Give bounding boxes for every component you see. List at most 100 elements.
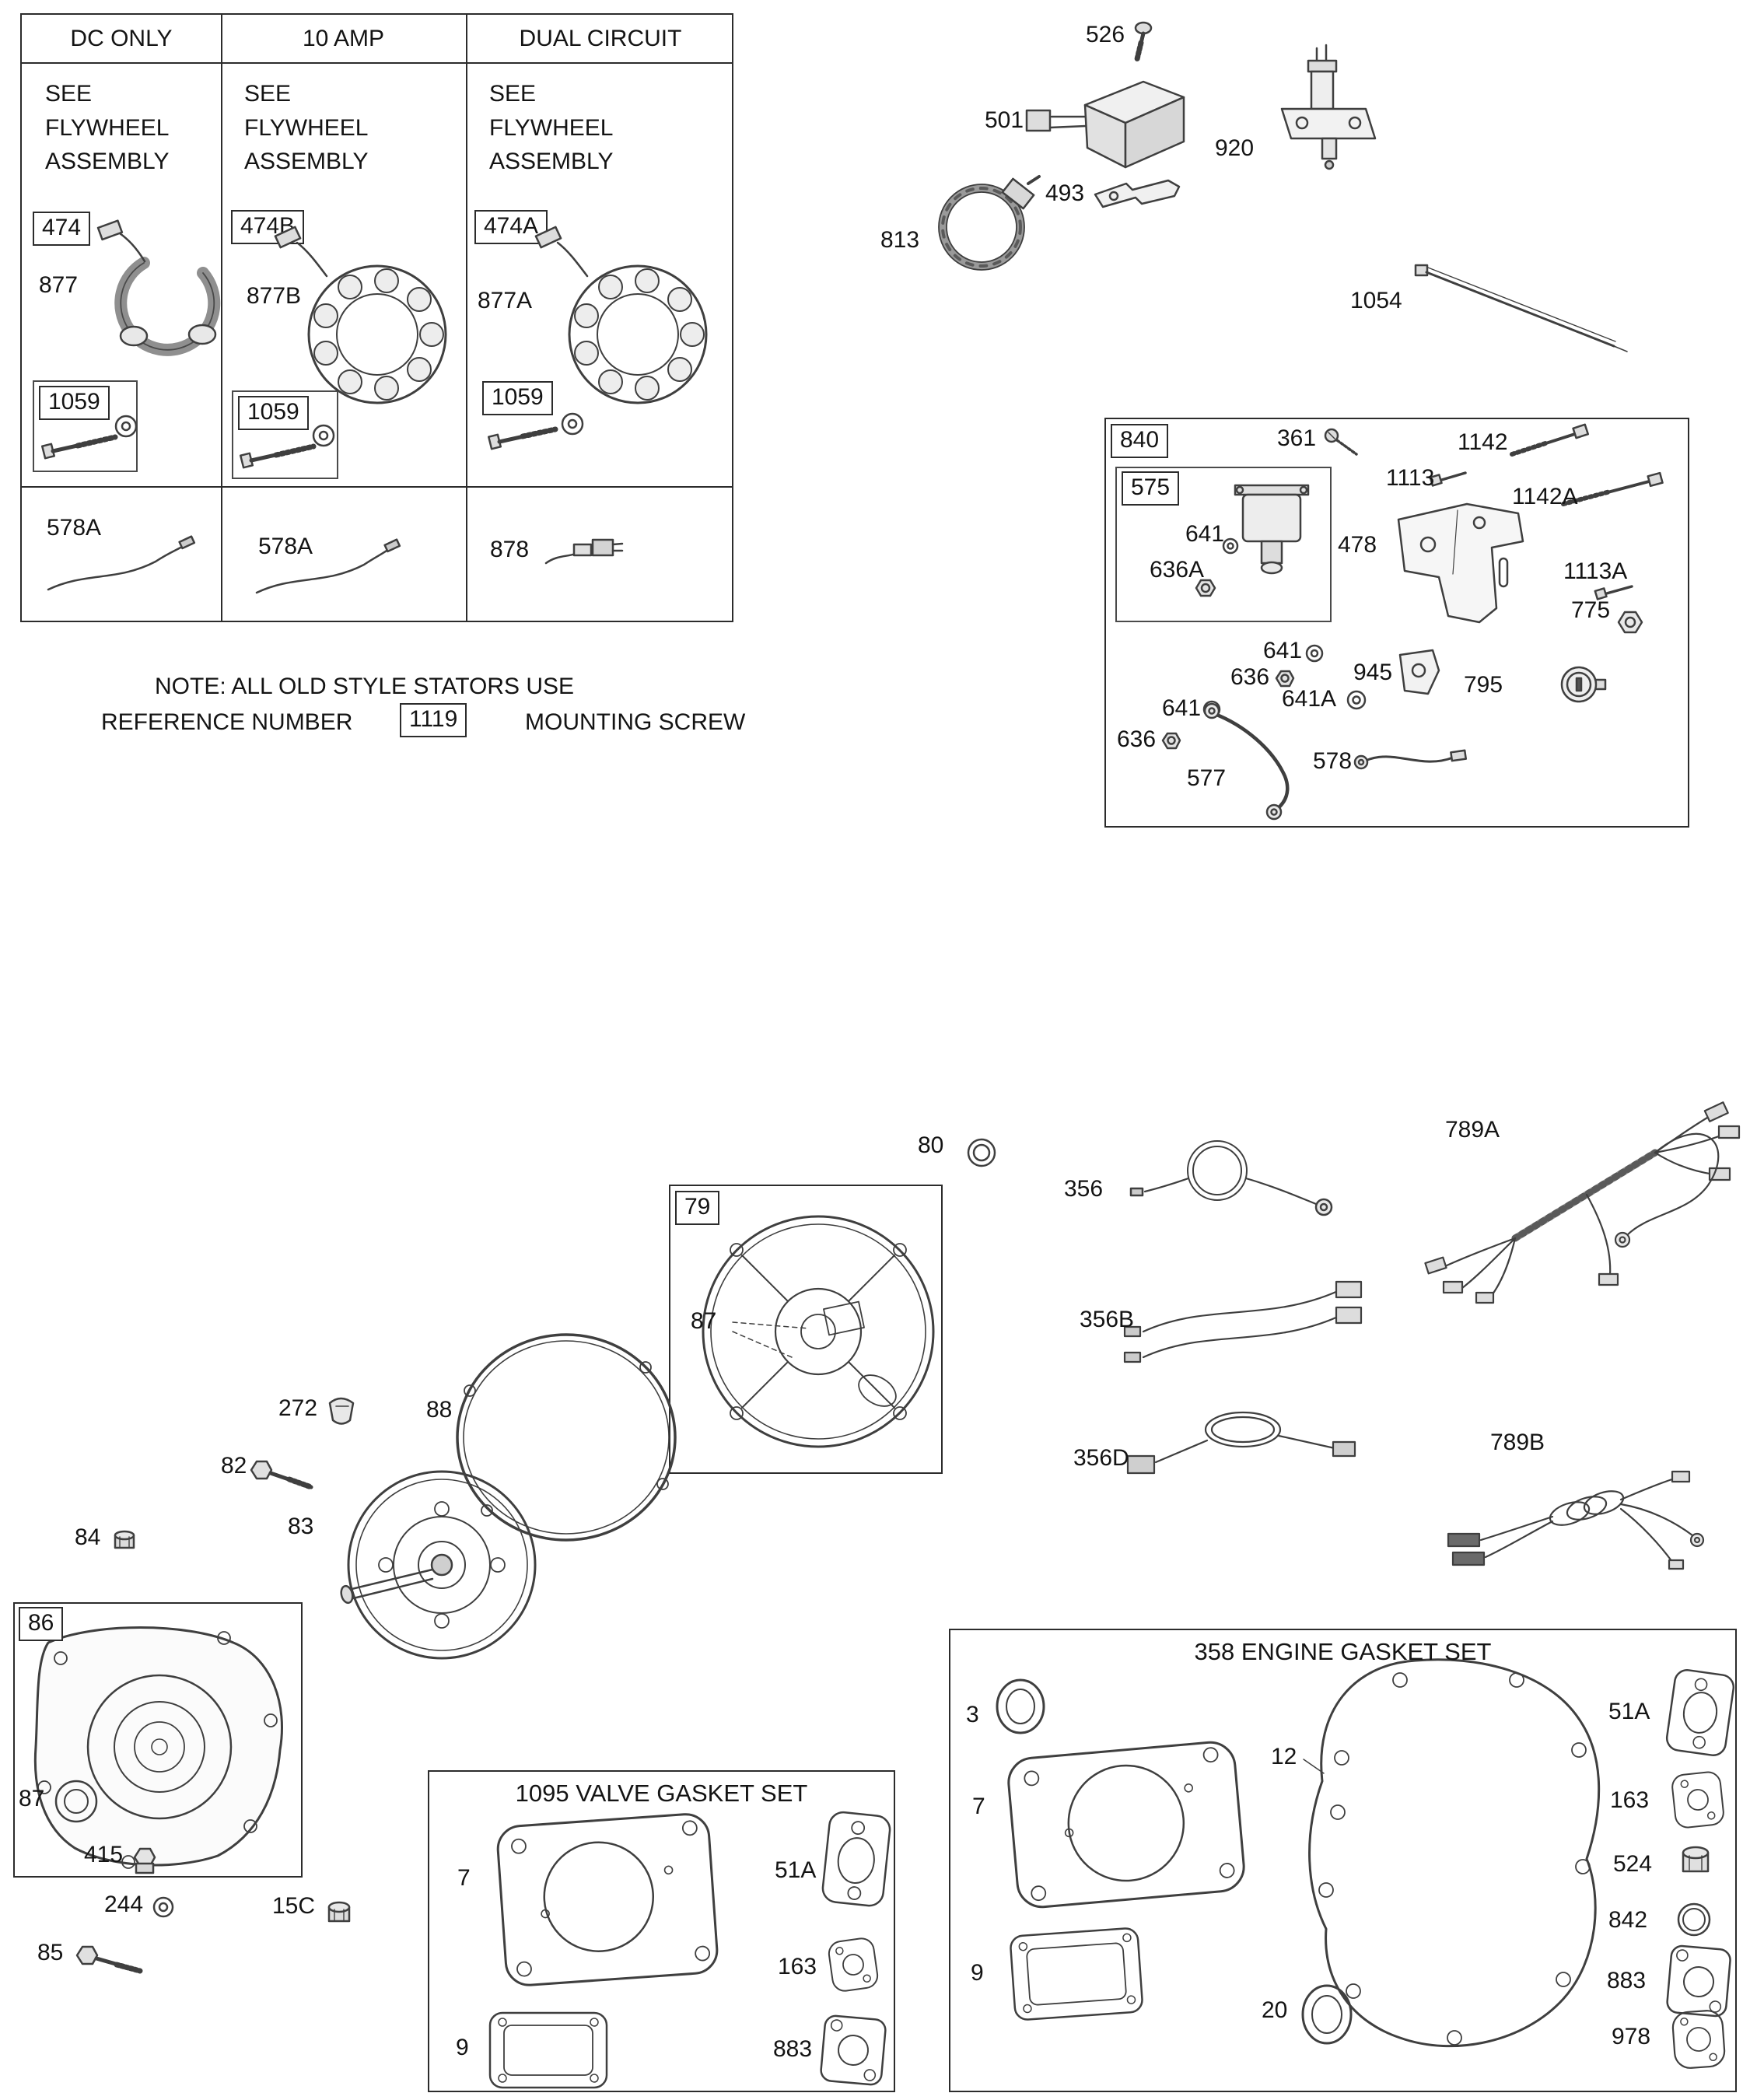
stator-dc-art (96, 219, 221, 356)
part-label-493: 493 (1045, 180, 1085, 206)
part-label-356: 356 (1064, 1176, 1104, 1202)
part-label-920: 920 (1215, 135, 1255, 161)
part-label-578a-10amp: 578A (258, 534, 313, 559)
seal-80-art (967, 1138, 996, 1167)
ref-label-79: 79 (675, 1191, 720, 1225)
part-label-978-engine: 978 (1612, 2024, 1651, 2049)
plug-84-art (114, 1530, 135, 1549)
head-gasket-7-engine-art (1007, 1741, 1245, 1909)
part-label-83: 83 (288, 1514, 314, 1539)
gasket-883-engine-art (1666, 1944, 1731, 2018)
mounting-screw-1059-10amp-art (239, 424, 335, 469)
plug-415-art (133, 1847, 156, 1874)
screw-526-art (1134, 21, 1153, 62)
seal-20-art (1301, 1984, 1353, 2045)
part-label-795: 795 (1464, 672, 1503, 698)
note-prefix: REFERENCE NUMBER (101, 709, 353, 735)
cable-tie-1054-art (1414, 264, 1628, 352)
group-box-79 (669, 1185, 943, 1474)
screw-361-art (1324, 428, 1358, 456)
part-label-526: 526 (1086, 22, 1125, 47)
part-label-1054: 1054 (1350, 288, 1402, 313)
blower-housing-79-art (702, 1215, 935, 1448)
part-label-82: 82 (221, 1453, 247, 1479)
part-label-789a: 789A (1445, 1117, 1500, 1143)
part-label-883-engine: 883 (1607, 1968, 1647, 1993)
part-label-842-engine: 842 (1608, 1907, 1648, 1933)
part-label-356b: 356B (1080, 1307, 1135, 1332)
gasket-163-valve-art (828, 1937, 879, 1992)
part-label-9-valve: 9 (456, 2035, 469, 2060)
ref-label-575: 575 (1122, 471, 1180, 506)
part-label-3-engine: 3 (966, 1702, 979, 1727)
ground-wire-578a-10amp-art (255, 538, 401, 594)
part-label-641-2: 641 (1263, 638, 1303, 663)
ref-label-1119: 1119 (400, 703, 467, 737)
solenoid-575-art (1195, 484, 1310, 597)
part-label-636a: 636A (1150, 557, 1205, 583)
bolt-1142-art (1510, 423, 1590, 457)
part-label-877a: 877A (478, 288, 533, 313)
wires-356b-art (1123, 1280, 1363, 1363)
exhaust-gasket-51a-engine-art (1665, 1669, 1735, 1756)
mounting-screw-1059-dc-art (40, 415, 138, 460)
part-label-883-valve: 883 (773, 2036, 813, 2062)
part-label-7-valve: 7 (457, 1865, 471, 1891)
valve-gasket-set-box (428, 1770, 895, 2092)
part-label-775: 775 (1571, 597, 1611, 623)
ref-label-1059-dc: 1059 (39, 386, 110, 420)
part-label-80: 80 (918, 1132, 944, 1158)
part-label-878: 878 (490, 537, 530, 562)
part-label-877: 877 (39, 272, 79, 298)
part-label-577: 577 (1187, 765, 1227, 791)
part-label-1142a: 1142A (1512, 484, 1578, 509)
part-label-1113a: 1113A (1563, 558, 1628, 584)
nut-636-a-art (1275, 670, 1295, 688)
column-header-dual: DUAL CIRCUIT (519, 26, 682, 51)
valve-gasket-set-title: 1095 VALVE GASKET SET (515, 1780, 808, 1807)
bolt-1113-art (1429, 471, 1467, 487)
part-label-478: 478 (1338, 532, 1377, 558)
exhaust-gasket-51a-valve-art (821, 1811, 891, 1907)
crankcase-gasket-12-art (1303, 1658, 1601, 2048)
bracket-945-art (1398, 649, 1440, 695)
harness-789a-art (1424, 1101, 1741, 1304)
seal-87-cover-art (54, 1780, 98, 1823)
group-box-86 (13, 1602, 303, 1878)
part-label-87-blower: 87 (691, 1308, 717, 1334)
gasket-88-art (456, 1333, 677, 1542)
washer-641-a-art (1305, 644, 1324, 663)
part-label-641a: 641A (1282, 686, 1337, 712)
part-label-87-cover: 87 (19, 1786, 45, 1811)
flywheel-83-art (340, 1470, 537, 1660)
nut-775-art (1617, 611, 1643, 634)
table-col-divider-2 (466, 15, 467, 621)
clamp-813-art (938, 175, 1041, 271)
part-label-415: 415 (84, 1842, 124, 1867)
washer-641a-art (1346, 690, 1367, 710)
oring-842-art (1677, 1902, 1711, 1937)
see-flywheel-note-10amp: SEE FLYWHEEL ASSEMBLY (244, 81, 369, 174)
regulator-501-art (1025, 80, 1185, 169)
bolt-85-art (75, 1945, 143, 1974)
part-label-501: 501 (985, 107, 1024, 133)
table-col-divider-1 (221, 15, 222, 621)
part-label-163-engine: 163 (1610, 1787, 1650, 1813)
part-label-84: 84 (75, 1524, 101, 1550)
plug-15c-art (327, 1901, 351, 1923)
see-flywheel-note-dual: SEE FLYWHEEL ASSEMBLY (489, 81, 614, 174)
mounting-screw-1059-dual-art (487, 412, 584, 450)
gasket-978-art (1671, 2010, 1726, 2069)
part-label-9-engine: 9 (971, 1960, 984, 1986)
washer-244-art (152, 1896, 174, 1918)
bolt-1113a-art (1594, 585, 1633, 600)
part-label-7-engine: 7 (972, 1794, 985, 1819)
part-label-636-1: 636 (1230, 664, 1270, 690)
ref-label-1059-10amp: 1059 (238, 396, 309, 430)
engine-gasket-set-box (949, 1629, 1737, 2092)
battery-cable-577-art (1203, 702, 1290, 821)
bracket-493-art (1094, 179, 1181, 208)
part-label-636-2: 636 (1117, 726, 1157, 752)
column-header-10amp: 10 AMP (302, 26, 385, 51)
